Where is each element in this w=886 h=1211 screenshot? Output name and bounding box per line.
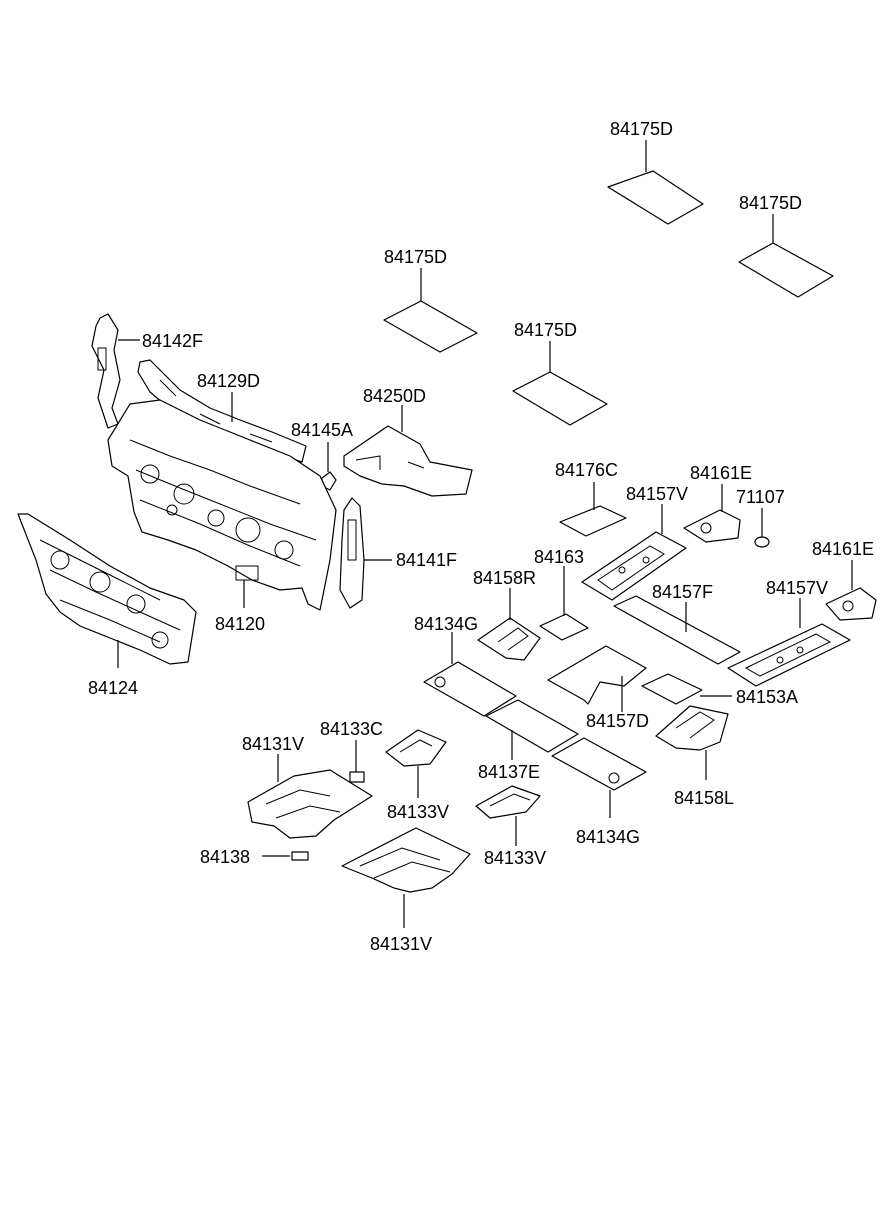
floor-insulator-84131V-b[interactable]: 84131V: [341, 827, 471, 954]
insulator-84158R[interactable]: 84158R: [473, 568, 541, 661]
bracket-84142F[interactable]: 84142F: [91, 313, 203, 429]
part-label: 84157V: [626, 484, 688, 504]
part-label: 84133V: [484, 848, 546, 868]
pad-84163[interactable]: 84163: [534, 547, 589, 641]
part-label: 84175D: [384, 247, 447, 267]
strip-84129D[interactable]: 84129D: [137, 359, 307, 463]
part-label: 84157F: [652, 582, 713, 602]
clip-84145A[interactable]: 84145A: [291, 420, 353, 491]
part-label: 84134G: [414, 614, 478, 634]
part-label: 84137E: [478, 762, 540, 782]
part-label: 84133C: [320, 719, 383, 739]
part-label: 84158L: [674, 788, 734, 808]
strip-84157F[interactable]: 84157F: [613, 582, 741, 665]
pad-84137E[interactable]: 84137E: [478, 699, 579, 782]
part-label: 84163: [534, 547, 584, 567]
part-label: 84138: [200, 847, 250, 867]
part-label: 84161E: [812, 539, 874, 559]
strip-84157V-b[interactable]: 84157V: [727, 578, 851, 687]
part-label: 84153A: [736, 687, 798, 707]
carpet-84134G-a[interactable]: 84134G: [414, 614, 517, 717]
pad-84175D-a[interactable]: 84175D: [607, 119, 704, 225]
pad-84175D-d[interactable]: 84175D: [512, 320, 608, 426]
insulator-84158L[interactable]: 84158L: [655, 705, 734, 808]
pad-84175D-b[interactable]: 84175D: [738, 193, 834, 298]
part-label: 84124: [88, 678, 138, 698]
part-label: 84129D: [197, 371, 260, 391]
clip-84138[interactable]: 84138: [200, 847, 309, 867]
part-label: 84157D: [586, 711, 649, 731]
part-label: 84175D: [739, 193, 802, 213]
bracket-84141F[interactable]: 84141F: [339, 497, 457, 609]
grommet-71107[interactable]: 71107: [736, 487, 785, 548]
insulator-84250D[interactable]: 84250D: [343, 386, 473, 497]
part-label: 71107: [736, 487, 785, 507]
pad-84161E-a[interactable]: 84161E: [683, 463, 752, 543]
part-label: 84141F: [396, 550, 457, 570]
part-label: 84142F: [142, 331, 203, 351]
part-label: 84157V: [766, 578, 828, 598]
part-label: 84131V: [370, 934, 432, 954]
part-label: 84175D: [610, 119, 673, 139]
clip-84133C[interactable]: 84133C: [320, 719, 383, 783]
part-label: 84131V: [242, 734, 304, 754]
part-label: 84250D: [363, 386, 426, 406]
dash-panel-84120[interactable]: 84120: [107, 399, 337, 634]
pad-84133V-b[interactable]: 84133V: [475, 785, 546, 868]
pad-84133V-a[interactable]: 84133V: [385, 729, 449, 822]
part-label: 84175D: [514, 320, 577, 340]
part-label: 84176C: [555, 460, 618, 480]
part-label: 84133V: [387, 802, 449, 822]
pad-84157D[interactable]: 84157D: [547, 645, 649, 731]
part-label: 84158R: [473, 568, 536, 588]
part-label: 84120: [215, 614, 265, 634]
floor-insulator-84131V-a[interactable]: 84131V: [242, 734, 373, 839]
pad-84153A[interactable]: 84153A: [641, 673, 798, 707]
pad-84175D-c[interactable]: 84175D: [383, 247, 478, 353]
pad-84176C[interactable]: 84176C: [555, 460, 627, 537]
pad-84161E-b[interactable]: 84161E: [812, 539, 877, 621]
insulator-84124[interactable]: 84124: [17, 513, 197, 698]
strip-84157V-a[interactable]: 84157V: [581, 484, 688, 601]
part-label: 84145A: [291, 420, 353, 440]
part-label: 84134G: [576, 827, 640, 847]
carpet-84134G-b[interactable]: 84134G: [551, 737, 647, 847]
part-label: 84161E: [690, 463, 752, 483]
